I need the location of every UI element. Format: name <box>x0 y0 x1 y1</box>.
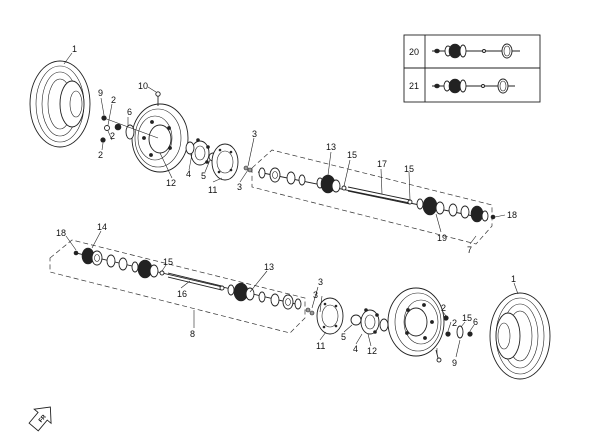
callout-2-lower-b: 2 <box>452 318 457 328</box>
callout-12-upper: 12 <box>166 178 176 188</box>
assembly-outline-lower <box>49 239 306 334</box>
callout-11-upper: 11 <box>208 185 217 195</box>
axle-assembly-upper <box>257 167 496 223</box>
callout-5-lower: 5 <box>341 332 346 342</box>
callout-7: 7 <box>467 245 472 255</box>
callout-1-upper: 1 <box>72 44 77 54</box>
axle-assembly-lower <box>73 247 302 310</box>
front-direction-marker: FR <box>28 406 52 432</box>
brake-disc-upper <box>211 143 253 181</box>
callout-13-upper: 13 <box>326 142 336 152</box>
callout-labels: 1 9 2 6 2 2 10 12 4 5 11 3 3 13 15 17 15… <box>56 44 517 368</box>
inset-label-20: 20 <box>409 47 419 57</box>
callout-8: 8 <box>190 329 195 339</box>
callout-15-upper-b: 15 <box>404 164 414 174</box>
callout-9-lower: 9 <box>452 358 457 368</box>
front-marker-label: FR <box>38 414 48 424</box>
inset-shaft-20 <box>432 43 520 59</box>
callout-4-lower: 4 <box>353 344 358 354</box>
tire-upper-left <box>29 60 91 148</box>
callout-12-lower: 12 <box>367 346 377 356</box>
callout-18-lower: 18 <box>56 228 66 238</box>
callout-3-lower-a: 3 <box>318 277 323 287</box>
inset-shaft-21 <box>432 78 515 94</box>
callout-14: 14 <box>97 222 107 232</box>
callout-17: 17 <box>377 159 387 169</box>
callout-3-lower-b: 3 <box>313 290 318 300</box>
hub-nuts-lower-right <box>443 315 473 339</box>
callout-10: 10 <box>138 81 148 91</box>
wheel-rim-upper <box>114 91 189 173</box>
wheel-rim-lower <box>387 287 445 363</box>
callout-2-lower-a: 2 <box>441 303 446 313</box>
callout-2-upper-b: 2 <box>110 131 115 141</box>
hub-assembly-upper <box>185 138 218 166</box>
callout-15-upper-a: 15 <box>347 150 357 160</box>
leader-lines <box>63 52 519 358</box>
callout-6-upper: 6 <box>127 107 132 117</box>
callout-11-lower: 11 <box>316 341 325 351</box>
tire-lower-right <box>489 292 551 380</box>
callout-1-lower: 1 <box>511 274 516 284</box>
hub-assembly-lower <box>350 308 389 335</box>
callout-4-upper: 4 <box>186 169 191 179</box>
hub-nuts-upper-left <box>100 115 159 143</box>
callout-15-lower-a: 15 <box>163 257 173 267</box>
callout-3-upper-a: 3 <box>237 182 242 192</box>
callout-18-upper: 18 <box>507 210 517 220</box>
callout-6-lower: 6 <box>473 317 478 327</box>
assembly-outline-upper <box>251 149 493 245</box>
brake-disc-lower <box>305 297 344 335</box>
callout-2-upper-c: 2 <box>98 150 103 160</box>
callout-16: 16 <box>177 289 187 299</box>
callout-13-lower: 13 <box>264 262 274 272</box>
callout-2-upper-a: 2 <box>111 95 116 105</box>
callout-3-upper-b: 3 <box>252 129 257 139</box>
inset-label-21: 21 <box>409 81 419 91</box>
inset-box: 20 21 <box>403 34 541 103</box>
callout-5-upper: 5 <box>201 171 206 181</box>
callout-15-lower-b: 15 <box>462 313 472 323</box>
callout-9-upper: 9 <box>98 88 103 98</box>
callout-19: 19 <box>437 233 447 243</box>
